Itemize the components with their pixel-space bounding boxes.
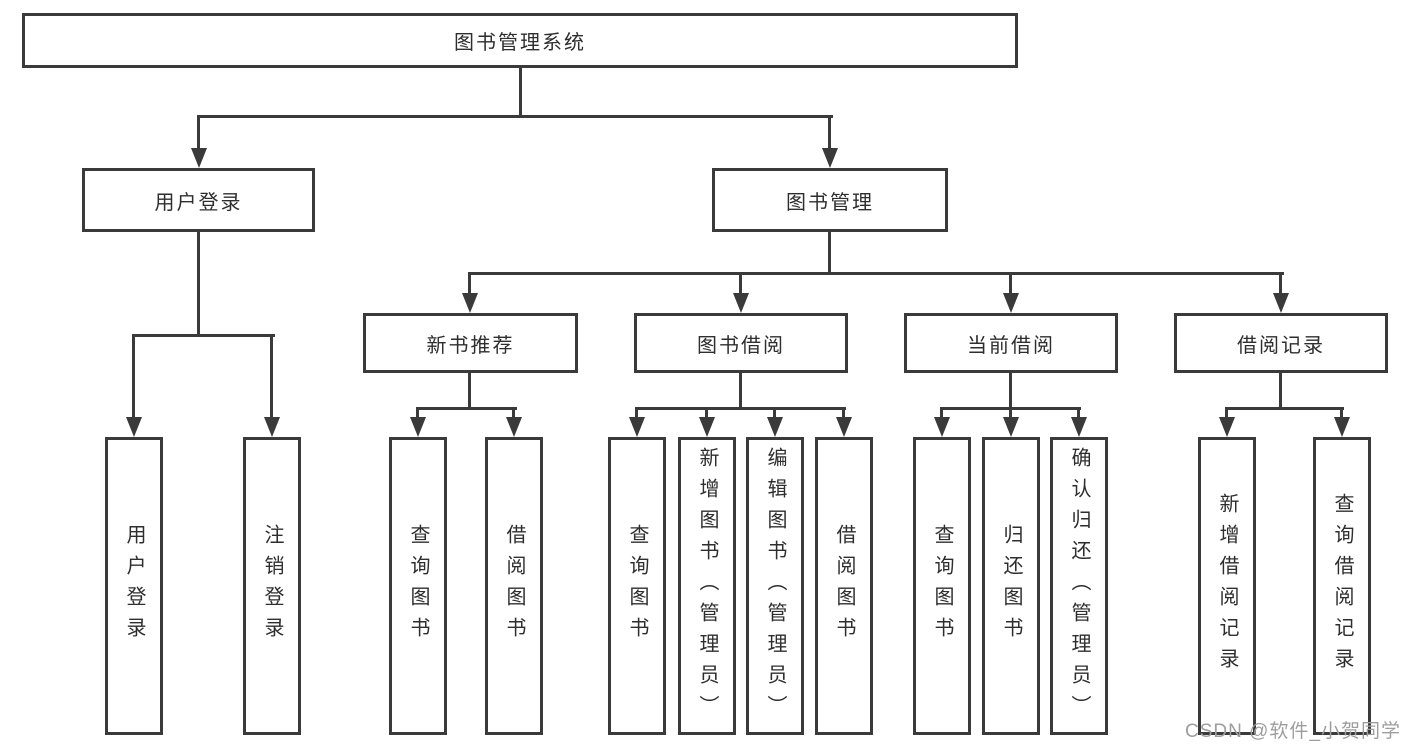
connector-line [197, 232, 200, 337]
leaf-user-login-label: 用户登录 [123, 524, 145, 648]
connector-line [635, 407, 638, 419]
connector-line [828, 115, 831, 150]
leaf-logout-label: 注销登录 [261, 524, 283, 648]
node-current-borrow-label: 当前借阅 [967, 334, 1055, 357]
leaf-user-login: 用户登录 [105, 437, 163, 735]
leaf-add-borrow-record-label: 新增借阅记录 [1216, 493, 1238, 679]
connector-line [1279, 373, 1282, 410]
connector-line [468, 272, 471, 297]
leaf-confirm-return-admin-label: 确认归还（管理员） [1068, 446, 1090, 726]
leaf-edit-book-admin: 编辑图书（管理员） [746, 437, 804, 735]
node-current-borrow: 当前借阅 [904, 313, 1118, 373]
arrow-down-icon [1273, 293, 1289, 313]
arrow-down-icon [1003, 293, 1019, 313]
connector-line [468, 272, 1284, 275]
connector-line [468, 373, 471, 410]
connector-line [270, 334, 273, 419]
connector-line [1279, 272, 1282, 297]
arrow-down-icon [191, 148, 207, 168]
connector-line [1340, 407, 1343, 419]
leaf-query-borrow-record: 查询借阅记录 [1313, 437, 1371, 735]
arrow-down-icon [1334, 417, 1350, 437]
leaf-query-books-3: 查询图书 [913, 437, 971, 735]
arrow-down-icon [126, 417, 142, 437]
node-root-label: 图书管理系统 [454, 32, 586, 54]
connector-line [512, 407, 515, 419]
connector-line [828, 232, 831, 275]
connector-line [739, 373, 742, 410]
node-book-management-label: 图书管理 [786, 191, 874, 214]
connector-line [416, 407, 419, 419]
connector-line [416, 407, 517, 410]
connector-line [1009, 407, 1012, 419]
node-borrow-records: 借阅记录 [1174, 313, 1388, 373]
connector-line [519, 68, 522, 117]
arrow-down-icon [1071, 417, 1087, 437]
leaf-return-book-label: 归还图书 [1000, 524, 1022, 648]
leaf-return-book: 归还图书 [982, 437, 1040, 735]
arrow-down-icon [1219, 417, 1235, 437]
node-book-borrow: 图书借阅 [634, 313, 848, 373]
leaf-borrow-books-1: 借阅图书 [485, 437, 543, 735]
arrow-down-icon [506, 417, 522, 437]
connector-line [197, 115, 833, 118]
connector-line [132, 334, 275, 337]
connector-line [1077, 407, 1080, 419]
arrow-down-icon [1003, 417, 1019, 437]
connector-line [705, 407, 708, 419]
arrow-down-icon [822, 148, 838, 168]
connector-line [1009, 373, 1012, 410]
connector-line [635, 407, 846, 410]
leaf-query-books-1: 查询图书 [389, 437, 447, 735]
node-book-management: 图书管理 [712, 168, 948, 232]
node-new-book-recommend-label: 新书推荐 [426, 334, 515, 357]
leaf-query-borrow-record-label: 查询借阅记录 [1331, 493, 1353, 679]
leaf-add-book-admin-label: 新增图书（管理员） [696, 446, 718, 726]
connector-line [940, 407, 943, 419]
connector-line [197, 115, 200, 150]
node-borrow-records-label: 借阅记录 [1237, 334, 1325, 357]
arrow-down-icon [767, 417, 783, 437]
leaf-borrow-books-2: 借阅图书 [815, 437, 873, 735]
arrow-down-icon [733, 293, 749, 313]
connector-line [132, 334, 135, 419]
connector-line [1225, 407, 1228, 419]
leaf-query-books-3-label: 查询图书 [931, 524, 953, 648]
arrow-down-icon [264, 417, 280, 437]
arrow-down-icon [934, 417, 950, 437]
leaf-query-books-2: 查询图书 [608, 437, 666, 735]
node-root: 图书管理系统 [22, 13, 1018, 68]
arrow-down-icon [462, 293, 478, 313]
leaf-borrow-books-1-label: 借阅图书 [503, 524, 525, 648]
connector-line [773, 407, 776, 419]
node-new-book-recommend: 新书推荐 [363, 313, 578, 373]
arrow-down-icon [410, 417, 426, 437]
leaf-borrow-books-2-label: 借阅图书 [833, 524, 855, 648]
connector-line [842, 407, 845, 419]
node-user-login: 用户登录 [82, 168, 315, 232]
connector-line [1225, 407, 1344, 410]
arrow-down-icon [629, 417, 645, 437]
node-book-borrow-label: 图书借阅 [697, 334, 785, 357]
node-user-login-label: 用户登录 [154, 191, 243, 214]
leaf-query-books-2-label: 查询图书 [626, 524, 648, 648]
watermark-text: CSDN @软件_小贺同学 [1185, 721, 1401, 742]
leaf-edit-book-admin-label: 编辑图书（管理员） [764, 446, 786, 726]
arrow-down-icon [699, 417, 715, 437]
leaf-add-borrow-record: 新增借阅记录 [1198, 437, 1256, 735]
connector-line [1009, 272, 1012, 297]
leaf-query-books-1-label: 查询图书 [407, 524, 429, 648]
leaf-add-book-admin: 新增图书（管理员） [678, 437, 736, 735]
arrow-down-icon [836, 417, 852, 437]
leaf-confirm-return-admin: 确认归还（管理员） [1050, 437, 1108, 735]
leaf-logout: 注销登录 [243, 437, 301, 735]
connector-line [739, 272, 742, 297]
